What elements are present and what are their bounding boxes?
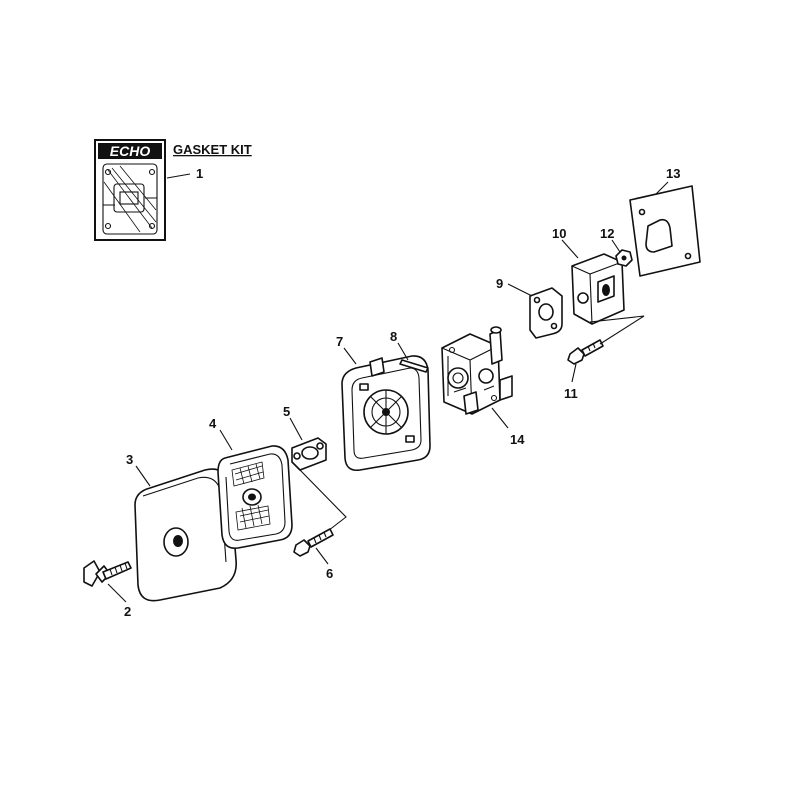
leader-5-6-link	[299, 469, 347, 535]
leader-11	[571, 363, 577, 383]
callout-7: 7	[336, 334, 343, 349]
leader-5	[289, 417, 303, 441]
insulator-part	[571, 253, 625, 325]
callout-9: 9	[496, 276, 503, 291]
gasket-kit-title: GASKET KIT	[173, 142, 252, 157]
carburetor-part	[441, 326, 513, 415]
callout-13: 13	[666, 166, 680, 181]
air-filter-part	[217, 445, 293, 550]
callout-8: 8	[390, 329, 397, 344]
gasket-kit-illustration	[102, 163, 158, 235]
callout-1: 1	[196, 166, 203, 181]
callout-14: 14	[510, 432, 525, 447]
wing-bolt-part	[83, 560, 132, 587]
callout-2: 2	[124, 604, 131, 619]
bracket-plate-part	[291, 437, 327, 471]
callout-5: 5	[283, 404, 290, 419]
leader-13	[655, 181, 669, 195]
leader-4	[219, 429, 233, 451]
nut-part	[615, 249, 633, 267]
leader-9	[507, 283, 533, 297]
carburetor-gasket-part	[529, 287, 563, 339]
pin-part	[399, 359, 429, 373]
bolt-part-11	[567, 339, 604, 365]
callout-10: 10	[552, 226, 566, 241]
callout-3: 3	[126, 452, 133, 467]
leader-1	[166, 173, 191, 179]
leader-12	[611, 239, 621, 253]
callout-6: 6	[326, 566, 333, 581]
leader-10-11-link	[589, 315, 645, 345]
leader-6	[315, 547, 329, 565]
callout-11: 11	[564, 386, 578, 401]
leader-2	[107, 583, 127, 603]
echo-logo-text: ECHO	[110, 143, 151, 159]
leader-8	[397, 342, 409, 361]
bolt-part-6	[293, 528, 334, 557]
leader-10	[561, 239, 579, 259]
leader-14	[491, 407, 509, 429]
insulator-gasket-part	[629, 185, 701, 277]
leader-7	[343, 347, 357, 365]
callout-12: 12	[600, 226, 614, 241]
callout-4: 4	[209, 416, 217, 431]
echo-logo	[98, 143, 162, 159]
leader-3	[135, 465, 151, 487]
air-cleaner-cover-part	[134, 468, 237, 602]
air-cleaner-case-part	[341, 355, 431, 472]
gasket-kit-box: ECHO	[94, 139, 166, 241]
